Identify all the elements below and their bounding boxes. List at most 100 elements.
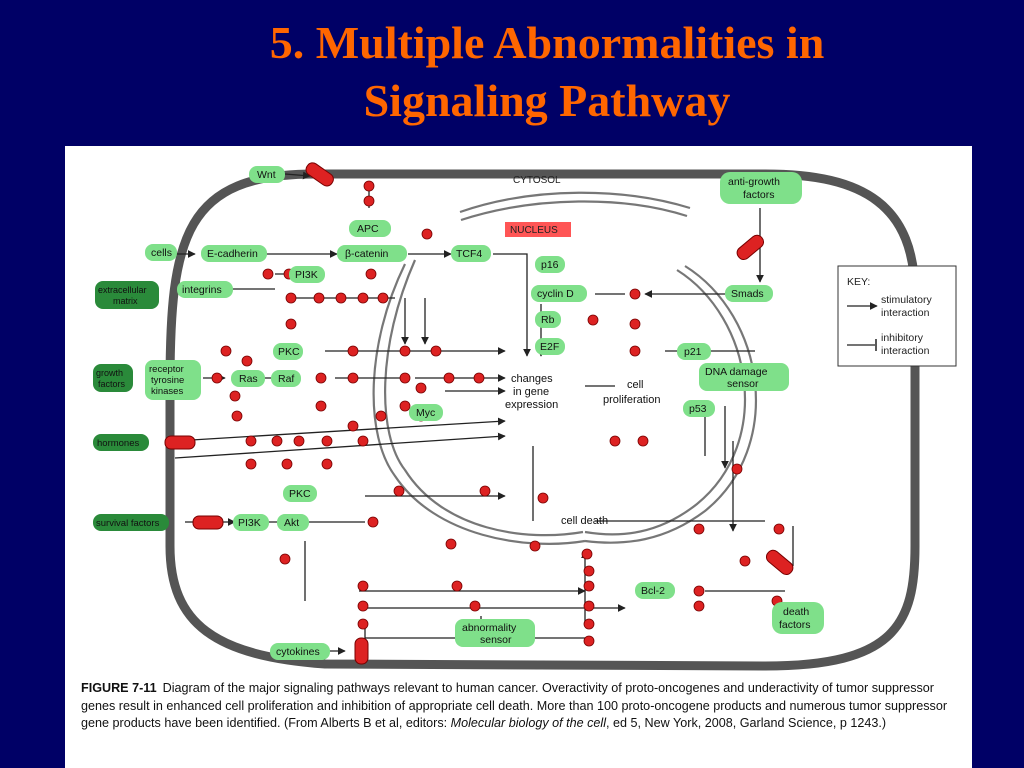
- svg-text:in gene: in gene: [513, 386, 549, 398]
- svg-text:p21: p21: [684, 346, 702, 358]
- membrane-receptors: [164, 162, 794, 665]
- svg-text:hormones: hormones: [97, 438, 139, 449]
- pathway-nodes: Wnt anti-growth factors APC cells E-cadh…: [93, 166, 824, 660]
- svg-text:Akt: Akt: [284, 517, 299, 529]
- legend-key: KEY: stimulatory interaction inhibitory …: [837, 265, 957, 367]
- svg-text:expression: expression: [505, 399, 558, 411]
- node-integrins: [177, 281, 233, 298]
- svg-text:cell: cell: [627, 379, 644, 391]
- svg-text:Raf: Raf: [278, 373, 294, 385]
- node-tcf4: [451, 245, 491, 262]
- node-growth-factors: [93, 364, 133, 392]
- node-hormones: [93, 434, 149, 451]
- key-stimulatory-2: interaction: [881, 307, 930, 319]
- svg-text:integrins: integrins: [182, 284, 222, 296]
- title-line-2: Signaling Pathway: [363, 75, 731, 126]
- svg-text:kinases: kinases: [151, 386, 183, 397]
- caption-label: FIGURE 7-11: [81, 681, 157, 695]
- svg-text:sensor: sensor: [480, 634, 512, 646]
- node-cyclin-d: [531, 285, 587, 302]
- svg-text:abnormality: abnormality: [462, 622, 517, 634]
- svg-text:cyclin D: cyclin D: [537, 288, 574, 300]
- node-pkc-top: [273, 343, 303, 360]
- node-myc: [409, 404, 443, 421]
- svg-text:PKC: PKC: [278, 346, 300, 358]
- caption-book-title: Molecular biology of the cell: [450, 716, 607, 730]
- svg-text:cell death: cell death: [561, 515, 608, 527]
- nuclear-envelope: [372, 191, 757, 545]
- svg-text:E2F: E2F: [540, 341, 559, 353]
- node-cytokines: [270, 643, 330, 660]
- nucleus-label-bg: [505, 222, 571, 237]
- svg-text:Wnt: Wnt: [257, 169, 276, 181]
- node-apc: [349, 220, 391, 237]
- node-wnt: [249, 166, 285, 183]
- svg-text:proliferation: proliferation: [603, 394, 660, 406]
- svg-text:death: death: [783, 606, 809, 618]
- svg-text:extracellular: extracellular: [98, 285, 147, 295]
- svg-text:DNA damage: DNA damage: [705, 366, 768, 378]
- svg-text:PI3K: PI3K: [238, 517, 261, 529]
- key-inhibitory: inhibitory: [881, 332, 924, 344]
- svg-text:APC: APC: [357, 223, 379, 235]
- svg-text:tyrosine: tyrosine: [151, 375, 184, 386]
- slide-title: 5. Multiple Abnormalities in Signaling P…: [0, 14, 1024, 130]
- figure-panel: CYTOSOL NUCLEUS: [65, 146, 972, 768]
- svg-text:cytokines: cytokines: [276, 646, 320, 658]
- node-dna-damage: [699, 363, 789, 391]
- node-e-cadherin: [201, 245, 267, 262]
- key-inhibitory-2: interaction: [881, 345, 930, 357]
- svg-text:PI3K: PI3K: [295, 269, 318, 281]
- node-pkc-bottom: [283, 485, 317, 502]
- cytosol-label: CYTOSOL: [513, 175, 561, 186]
- caption-text-1: Diagram of the major signaling pathways …: [81, 681, 948, 730]
- svg-text:changes: changes: [511, 373, 553, 385]
- cell-membrane: [165, 169, 920, 671]
- node-p21: [677, 343, 711, 360]
- svg-text:β-catenin: β-catenin: [345, 248, 389, 260]
- node-survival-factors: [93, 514, 169, 531]
- svg-text:TCF4: TCF4: [456, 248, 482, 260]
- svg-text:sensor: sensor: [727, 378, 759, 390]
- node-abnormality-sensor: [455, 619, 535, 647]
- signaling-diagram: CYTOSOL NUCLEUS: [93, 162, 957, 671]
- node-anti-growth: [720, 172, 802, 204]
- node-ras: [231, 370, 265, 387]
- svg-text:p16: p16: [541, 259, 559, 271]
- node-rtk: [145, 360, 201, 400]
- node-p53: [683, 400, 715, 417]
- svg-text:survival factors: survival factors: [96, 518, 160, 529]
- svg-text:receptor: receptor: [149, 364, 184, 375]
- svg-text:factors: factors: [779, 619, 811, 631]
- svg-text:Ras: Ras: [239, 373, 258, 385]
- title-line-1: 5. Multiple Abnormalities in: [269, 17, 825, 68]
- outcome-labels: changes in gene expression cell prolifer…: [505, 373, 660, 527]
- svg-text:Rb: Rb: [541, 314, 555, 326]
- node-rb: [535, 311, 561, 328]
- node-akt: [277, 514, 309, 531]
- svg-text:Bcl-2: Bcl-2: [641, 585, 665, 597]
- node-cells: [145, 244, 177, 261]
- node-beta-catenin: [337, 245, 407, 262]
- node-death-factors: [772, 602, 824, 634]
- svg-text:cells: cells: [151, 247, 172, 259]
- node-pi3k-top: [289, 266, 325, 283]
- node-ecm: [95, 281, 159, 309]
- svg-text:Smads: Smads: [731, 288, 764, 300]
- caption-text-2: , ed 5, New York, 2008, Garland Science,…: [606, 716, 887, 730]
- key-stimulatory: stimulatory: [881, 294, 933, 306]
- svg-text:PKC: PKC: [289, 488, 311, 500]
- svg-text:E-cadherin: E-cadherin: [207, 248, 258, 260]
- node-bcl2: [635, 582, 675, 599]
- svg-text:anti-growth: anti-growth: [728, 176, 780, 188]
- svg-text:matrix: matrix: [113, 296, 138, 306]
- svg-text:Myc: Myc: [416, 407, 435, 419]
- svg-text:factors: factors: [743, 189, 775, 201]
- node-pi3k-bottom: [233, 514, 269, 531]
- svg-text:p53: p53: [689, 403, 707, 415]
- node-p16: [535, 256, 565, 273]
- node-smads: [725, 285, 773, 302]
- nucleus-label: NUCLEUS: [510, 225, 558, 236]
- node-e2f: [535, 338, 565, 355]
